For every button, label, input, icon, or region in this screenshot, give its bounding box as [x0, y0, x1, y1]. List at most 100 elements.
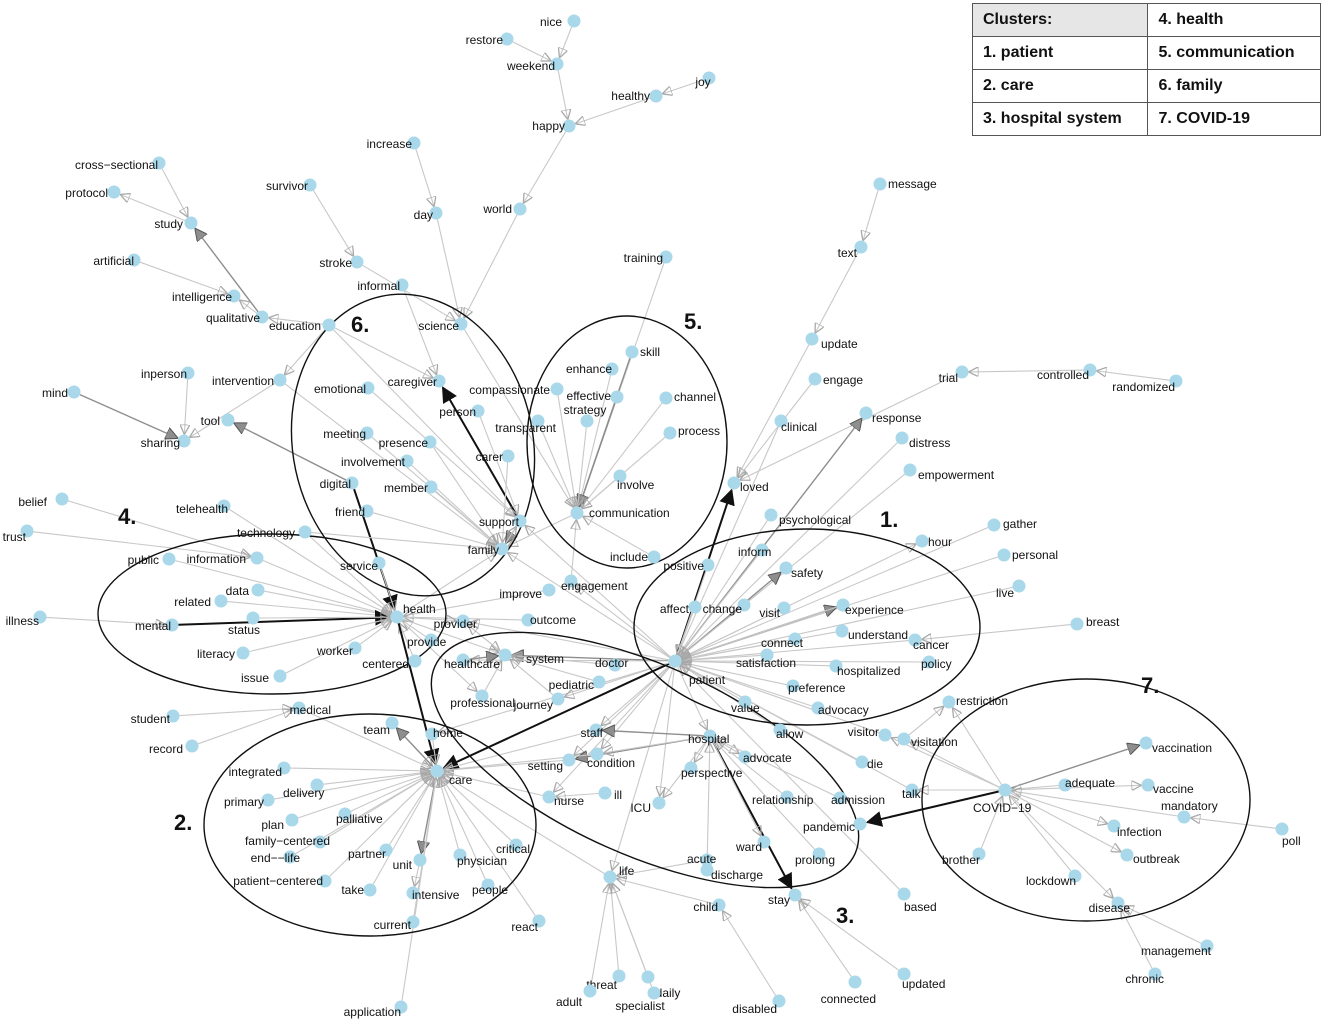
node-cross-sectional: cross−sectional — [75, 156, 166, 172]
node-dot-protocol — [107, 185, 121, 199]
node-dot-effective — [610, 390, 624, 404]
edge-clinical-to-patient — [678, 426, 779, 654]
edge-visitation-to-restriction — [908, 707, 943, 736]
node-label-brother: brother — [942, 853, 980, 867]
edge-life-to-care — [443, 775, 605, 875]
node-label-day: day — [414, 208, 433, 222]
node-dot-weekend — [550, 57, 564, 71]
node-label-artificial: artificial — [93, 254, 134, 268]
node-vaccination: vaccination — [1139, 736, 1212, 755]
edge-education-to-intervention — [285, 329, 326, 375]
node-label-discharge: discharge — [711, 868, 763, 882]
node-dot-visitation — [897, 732, 911, 746]
edge-child-to-life — [617, 879, 713, 904]
node-current: current — [374, 915, 420, 932]
node-label-setting: setting — [528, 759, 563, 773]
node-allow: allow — [773, 723, 804, 741]
node-dot-presence — [423, 435, 437, 449]
node-label-telehealth: telehealth — [176, 502, 228, 516]
node-visitation: visitation — [897, 732, 958, 749]
cluster-2-label: 2. — [174, 810, 192, 835]
node-dot-science — [454, 317, 468, 331]
edge-joy-to-healthy — [663, 79, 703, 94]
node-label-visit: visit — [759, 606, 780, 620]
node-dot-study — [184, 216, 198, 230]
edge-connected-to-stay — [799, 901, 852, 977]
edge-health-to-provider — [403, 617, 456, 620]
edge-science-to-communication — [463, 329, 573, 507]
node-telehealth: telehealth — [176, 499, 231, 516]
node-care: care — [430, 764, 473, 787]
node-dot-die — [855, 755, 869, 769]
node-label-die: die — [867, 757, 883, 771]
node-dot-transparent — [531, 414, 545, 428]
node-record: record — [149, 739, 199, 756]
node-dot-take — [363, 883, 377, 897]
node-label-satisfaction: satisfaction — [736, 656, 796, 670]
node-label-channel: channel — [674, 390, 716, 404]
edge-text-to-update — [816, 252, 859, 333]
edge-update-to-loved — [738, 344, 810, 477]
node-effective: effective — [567, 389, 624, 404]
node-inform: inform — [738, 543, 771, 559]
node-label-sharing: sharing — [141, 436, 180, 450]
node-dot-response — [859, 406, 873, 420]
legend-item-communication: 5. communication — [1147, 36, 1321, 70]
node-dot-enhance — [605, 362, 619, 376]
node-label-gather: gather — [1003, 517, 1037, 531]
node-joy: joy — [694, 71, 716, 89]
node-skill: skill — [625, 345, 660, 359]
node-dot-healthcare — [456, 653, 470, 667]
node-dot-partner — [379, 843, 393, 857]
node-family-centered: family−centered — [245, 834, 330, 849]
node-critical: critical — [496, 838, 530, 856]
edge-updated-to-stay — [801, 899, 900, 971]
node-dot-pediatric — [592, 675, 606, 689]
edge-education-to-support — [333, 329, 515, 516]
node-hour: hour — [915, 534, 952, 549]
edge-information-to-health — [262, 559, 390, 615]
node-dot-life — [603, 870, 617, 884]
node-dot-professional — [475, 689, 489, 703]
node-dot-advocacy — [811, 701, 825, 715]
legend-item-hospital-system: 3. hospital system — [971, 102, 1149, 136]
node-breast: breast — [1070, 615, 1120, 631]
node-label-people: people — [472, 883, 508, 897]
node-label-inform: inform — [738, 545, 771, 559]
node-label-current: current — [374, 918, 412, 932]
edge-support-to-caregiver — [441, 386, 518, 516]
node-experience: experience — [836, 598, 904, 617]
node-dot-training — [659, 250, 673, 264]
node-label-hospitalized: hospitalized — [837, 664, 900, 678]
edge-involve-to-communication — [583, 479, 616, 508]
edge-discharge-to-hospital — [707, 744, 710, 864]
edge-transparent-to-communication — [539, 426, 575, 506]
edge-stroke-to-science — [362, 264, 455, 320]
edge-qualitative-to-intelligence — [240, 301, 258, 314]
node-label-doctor: doctor — [595, 656, 628, 670]
node-label-lockdown: lockdown — [1026, 874, 1076, 888]
node-dot-integrated — [277, 761, 291, 775]
node-dot-end-life — [283, 850, 297, 864]
node-label-updated: updated — [902, 977, 945, 991]
node-dot-affect — [688, 600, 702, 614]
node-training: training — [624, 250, 673, 265]
node-dot-journey — [551, 692, 565, 706]
node-patient-centered: patient−centered — [233, 874, 332, 888]
node-dot-inperson — [181, 366, 195, 380]
node-dot-stroke — [350, 255, 364, 269]
node-label-skill: skill — [640, 345, 660, 359]
node-label-issue: issue — [241, 671, 269, 685]
node-dot-unit — [413, 853, 427, 867]
node-cancer: cancer — [908, 633, 949, 652]
node-clinical: clinical — [774, 414, 817, 434]
node-label-admission: admission — [831, 793, 885, 807]
node-label-COVID-19: COVID−19 — [973, 801, 1032, 815]
node-label-literacy: literacy — [197, 647, 235, 661]
node-label-visitor: visitor — [848, 725, 879, 739]
node-life: life — [603, 864, 635, 884]
node-label-vaccination: vaccination — [1152, 741, 1212, 755]
node-dot-gather — [987, 518, 1001, 532]
cluster-2-ellipse — [203, 713, 537, 937]
node-condition: condition — [587, 747, 635, 770]
